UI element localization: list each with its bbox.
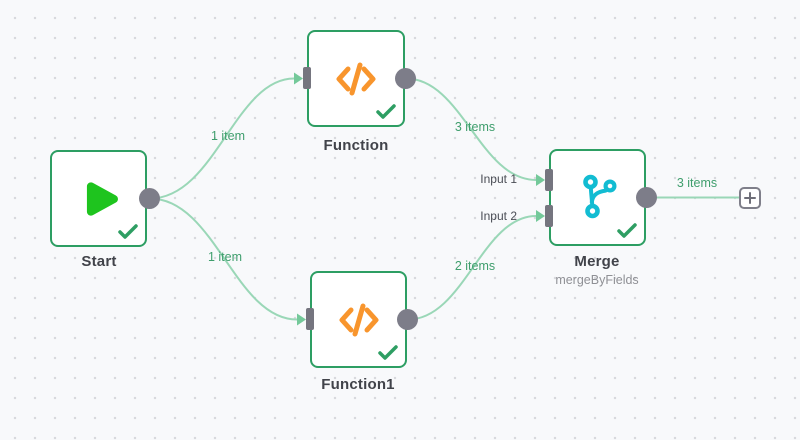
input-port-function[interactable]	[303, 67, 311, 89]
success-check-icon	[118, 224, 138, 239]
code-icon	[339, 303, 378, 336]
plus-icon	[744, 192, 756, 204]
connection-start-function1[interactable]	[149, 197, 298, 321]
input-port-merge-1[interactable]	[545, 169, 553, 191]
code-icon	[336, 62, 376, 95]
connection-function1-merge[interactable]	[407, 215, 537, 321]
connection-arrow-icon	[536, 210, 545, 222]
node-subtitle-merge: mergeByFields	[555, 273, 639, 287]
merge-input-1-label: Input 1	[480, 172, 517, 186]
connection-function-merge[interactable]	[405, 77, 537, 181]
node-label-start: Start	[81, 253, 117, 270]
connection-arrow-icon	[294, 72, 303, 85]
node-merge[interactable]	[549, 149, 646, 246]
connection-label: 3 items	[676, 176, 718, 190]
play-icon	[86, 181, 118, 216]
success-check-icon	[617, 223, 637, 238]
input-port-merge-2[interactable]	[545, 205, 553, 227]
merge-input-2-label: Input 2	[480, 209, 517, 223]
success-check-icon	[378, 345, 398, 360]
output-port-function[interactable]	[395, 68, 416, 89]
connection-label: 1 item	[210, 129, 246, 143]
merge-icon	[582, 174, 617, 218]
connection-start-function[interactable]	[149, 77, 295, 200]
add-node-button[interactable]	[739, 187, 761, 209]
connection-arrow-icon	[536, 174, 545, 186]
node-function[interactable]	[307, 30, 405, 127]
connection-arrow-icon	[297, 313, 306, 326]
node-label-function1: Function1	[321, 376, 395, 393]
connection-label: 3 items	[454, 120, 496, 134]
node-start[interactable]	[50, 150, 147, 247]
input-port-function1[interactable]	[306, 308, 314, 330]
node-label-function: Function	[323, 137, 389, 154]
success-check-icon	[376, 104, 396, 119]
connection-label: 2 items	[454, 259, 496, 273]
output-port-start[interactable]	[139, 188, 160, 209]
node-function1[interactable]	[310, 271, 407, 368]
output-port-merge[interactable]	[636, 187, 657, 208]
node-label-merge: Merge	[574, 253, 620, 270]
connection-label: 1 item	[207, 250, 243, 264]
output-port-function1[interactable]	[397, 309, 418, 330]
